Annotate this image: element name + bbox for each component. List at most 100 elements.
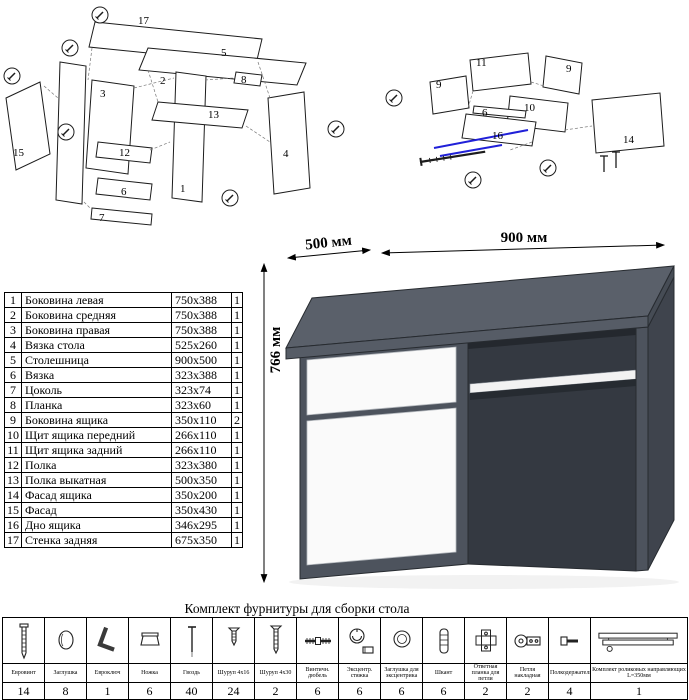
- hardware-qty: 4: [548, 682, 591, 700]
- part-number-cell: 1: [4, 292, 22, 308]
- confirmat-screw-icon: [18, 622, 29, 659]
- part-name-cell: Щит ящика задний: [21, 442, 172, 458]
- hardware-name: Петля накладная: [506, 662, 549, 684]
- parts-table-row: 8 Планка 323x60 1: [4, 397, 243, 413]
- part-name-cell: Боковина ящика: [21, 412, 172, 428]
- part-number-cell: 10: [4, 427, 22, 443]
- parts-table-row: 16 Дно ящика 346x295 1: [4, 517, 243, 533]
- part-name-cell: Стенка задняя: [21, 532, 172, 548]
- drawer-facade: [591, 92, 665, 154]
- part-qty-cell: 1: [231, 427, 243, 443]
- part-qty-cell: 1: [231, 517, 243, 533]
- wooden-dowel-icon: [438, 627, 449, 654]
- screw-4x30-icon: [269, 624, 282, 654]
- part-number-label: 7: [99, 212, 105, 224]
- long-screw-drawing: [419, 150, 486, 166]
- part-size-cell: 500x350: [171, 472, 232, 488]
- part-size-cell: 266x110: [171, 442, 232, 458]
- parts-table-row: 13 Полка выкатная 500x350 1: [4, 472, 243, 488]
- part-name-cell: Полка: [21, 457, 172, 473]
- drawer-side-left: [429, 75, 470, 115]
- right-panel-front-edge: [635, 326, 649, 572]
- part-number-cell: 17: [4, 532, 22, 548]
- part-number-label: 16: [492, 130, 504, 142]
- assembly-guide-lines: [467, 81, 593, 151]
- part-number-cell: 5: [4, 352, 22, 368]
- part-qty-cell: 2: [231, 412, 243, 428]
- hardware-name: Ответная планка для петли: [464, 662, 507, 684]
- width-dimension-line: [380, 241, 666, 257]
- hardware-name: Комплект роликовых направляющих L=350мм: [590, 662, 688, 684]
- parts-table-row: 1 Боковина левая 750x388 1: [4, 292, 243, 308]
- parts-table-row: 2 Боковина средняя 750x388 1: [4, 307, 243, 323]
- hardware-icon-cell: [44, 617, 87, 664]
- part-name-cell: Боковина левая: [21, 292, 172, 308]
- screw-callout-icon: [91, 6, 109, 24]
- part-name-cell: Фасад ящика: [21, 487, 172, 503]
- part-number-label: 3: [100, 88, 106, 100]
- part-name-cell: Дно ящика: [21, 517, 172, 533]
- hardware-name: Заглушка для эксцентрика: [380, 662, 423, 684]
- part-number-label: 12: [119, 147, 130, 159]
- hardware-icon-cell: [464, 617, 507, 664]
- part-qty-cell: 1: [231, 367, 243, 383]
- hardware-icon-cell: [590, 617, 688, 664]
- hardware-qty: 14: [2, 682, 45, 700]
- part-name-cell: Фасад: [21, 502, 172, 518]
- part-name-cell: Боковина средняя: [21, 307, 172, 323]
- hardware-name: Эксцентр. стяжка: [338, 662, 381, 684]
- screw-callout-icon: [327, 120, 345, 138]
- part-number-cell: 11: [4, 442, 22, 458]
- hardware-icon-cell: [128, 617, 171, 664]
- tabletop-side-edge: [647, 265, 675, 328]
- part-number-cell: 14: [4, 487, 22, 503]
- part-size-cell: 900x500: [171, 352, 232, 368]
- screw-callout-icon: [464, 171, 482, 189]
- part-size-cell: 350x110: [171, 412, 232, 428]
- desk-body: [285, 265, 675, 580]
- part-qty-cell: 1: [231, 322, 243, 338]
- part-size-cell: 266x110: [171, 427, 232, 443]
- part-size-cell: 323x388: [171, 367, 232, 383]
- hardware-icon-cell: [170, 617, 213, 664]
- roller-guide-rails: [433, 129, 529, 157]
- part-qty-cell: 1: [231, 382, 243, 398]
- hardware-name: Ножка: [128, 662, 171, 684]
- width-dimension-label: 900 мм: [501, 230, 548, 246]
- part-number-label: 6: [482, 107, 488, 119]
- furniture-foot-icon: [139, 631, 160, 646]
- screw-callout-icons: [385, 89, 557, 189]
- depth-dimension-line: [286, 247, 372, 261]
- depth-dimension-label: 500 мм: [305, 233, 353, 254]
- part-qty-cell: 1: [231, 397, 243, 413]
- part-number-label: 13: [208, 109, 220, 121]
- cam-lock-icon: [348, 627, 374, 654]
- screw-callout-icon: [57, 123, 75, 141]
- screw-callout-icon: [385, 89, 403, 107]
- plinth-panel: [90, 207, 153, 226]
- hardware-icons-row: [2, 617, 688, 664]
- right-panel-side: [647, 276, 675, 571]
- part-number-cell: 15: [4, 502, 22, 518]
- hardware-icon-cell: [2, 617, 45, 664]
- hardware-name: Гвоздь: [170, 662, 213, 684]
- tie-panel: [267, 91, 311, 195]
- hardware-qty: 6: [296, 682, 339, 700]
- part-name-cell: Полка выкатная: [21, 472, 172, 488]
- hardware-qty: 24: [212, 682, 255, 700]
- shelf-support-icon: [559, 635, 578, 646]
- parts-table-row: 10 Щит ящика передний 266x110 1: [4, 427, 243, 443]
- hardware-qty: 6: [338, 682, 381, 700]
- hardware-icon-cell: [548, 617, 591, 664]
- part-qty-cell: 1: [231, 472, 243, 488]
- hardware-name: Полкодержатель: [548, 662, 591, 684]
- hardware-name: Шуруп 4x16: [212, 662, 255, 684]
- screw-callout-icons: [3, 6, 345, 207]
- door-front: [306, 407, 457, 566]
- parts-table-row: 5 Столешница 900x500 1: [4, 352, 243, 368]
- keyboard-tray-shadow: [470, 379, 636, 400]
- under-top-shadow: [468, 327, 636, 349]
- part-name-cell: Планка: [21, 397, 172, 413]
- hardware-icon-cell: [86, 617, 129, 664]
